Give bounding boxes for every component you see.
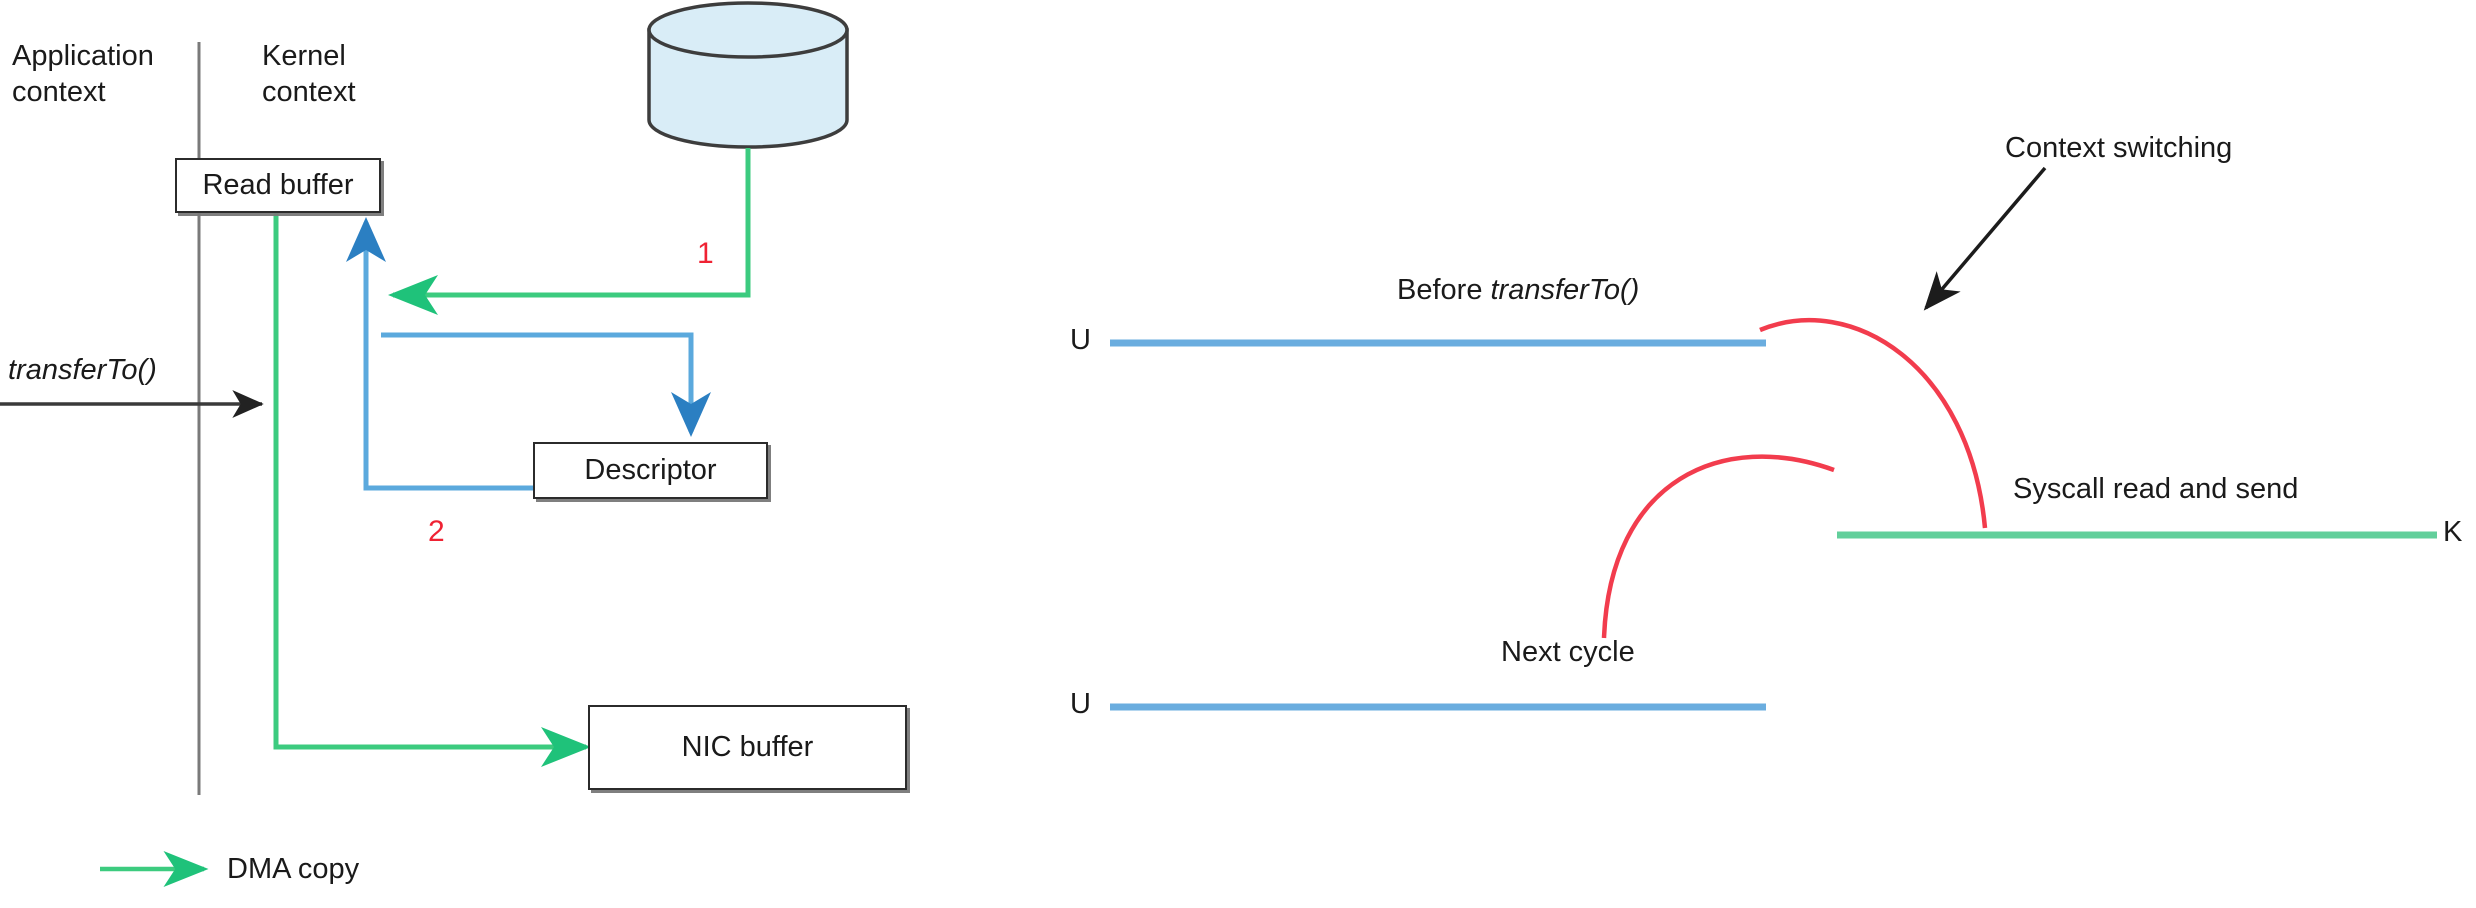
step-2-label: 2 — [428, 515, 445, 548]
context-switch-arc-down — [1759, 318, 1988, 529]
application-context-label-line1: Application — [12, 40, 154, 72]
box-read-buffer-label: Read buffer — [202, 169, 354, 201]
user-lane-top-label: U — [1070, 324, 1091, 356]
syscall-read-and-send-label: Syscall read and send — [2013, 473, 2299, 505]
dma-arrow-readbuffer-to-nicbuffer — [273, 213, 591, 767]
context-switching-pointer-arrow — [1923, 166, 2047, 311]
blue-arrow-readbuffer-to-descriptor — [381, 332, 711, 437]
box-descriptor-label: Descriptor — [584, 454, 717, 486]
before-transferto-label-italic: transferTo() — [1490, 274, 1640, 306]
kernel-context-label-line2: context — [262, 76, 356, 108]
context-switching-label: Context switching — [2005, 132, 2233, 164]
legend-dma-copy-label: DMA copy — [227, 853, 360, 885]
box-descriptor — [533, 442, 768, 499]
dma-arrow-disk-to-readbuffer — [388, 148, 751, 315]
box-nic-buffer-label: NIC buffer — [681, 731, 814, 763]
box-read-buffer — [175, 158, 381, 213]
before-transferto-label: Before transferTo() — [1397, 272, 1639, 308]
disk-cylinder-icon — [647, 1, 849, 149]
blue-arrow-descriptor-to-readbuffer — [346, 217, 533, 491]
box-nic-buffer — [588, 705, 907, 790]
context-switch-arc-up — [1601, 454, 1835, 639]
before-transferto-label-plain: Before — [1397, 274, 1491, 306]
kernel-lane-label: K — [2443, 516, 2463, 548]
user-lane-bottom-label: U — [1070, 688, 1091, 720]
transferto-label: transferTo() — [8, 354, 157, 386]
kernel-context-label-line1: Kernel — [262, 40, 346, 72]
application-context-label-line2: context — [12, 76, 106, 108]
next-cycle-label: Next cycle — [1501, 636, 1635, 668]
step-1-label: 1 — [697, 237, 714, 270]
